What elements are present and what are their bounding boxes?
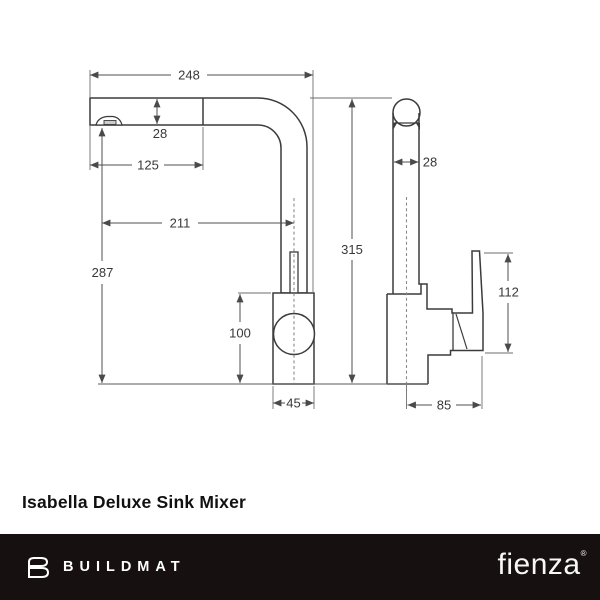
- spout-top-circle: [392, 98, 421, 127]
- registered-mark: ®: [580, 549, 587, 558]
- dim-label-handle-height: 112: [498, 285, 519, 300]
- side-right-outline: [418, 113, 484, 384]
- dim-label-head-length: 125: [137, 158, 159, 173]
- dim-label-body-height: 100: [229, 326, 251, 341]
- side-body-top: [387, 284, 422, 295]
- dim-label-spout-clearance: 287: [92, 265, 114, 280]
- aerator-insert: [103, 120, 117, 125]
- dim-label-body-width: 45: [286, 396, 300, 411]
- dim-label-spout-height: 28: [153, 126, 167, 141]
- dimension-labels: 248 28 125 211 287 315 100 45 28 112 85: [92, 68, 519, 413]
- brand-name: BUILDMAT: [63, 559, 186, 575]
- dim-label-overall-width: 248: [178, 68, 200, 83]
- footer-bar: BUILDMAT fienza®: [0, 534, 600, 600]
- front-view: [89, 97, 316, 385]
- fienza-logo: fienza®: [498, 548, 587, 582]
- supplier-name: fienza: [497, 548, 581, 581]
- buildmat-b-icon: [28, 556, 50, 578]
- buildmat-logo: BUILDMAT: [25, 534, 186, 600]
- dimension-diagram: 248 28 125 211 287 315 100 45 28 112 85: [0, 0, 519, 470]
- cartridge-diagonal: [455, 313, 468, 350]
- fillet-left: [393, 121, 398, 130]
- dim-label-base-depth: 85: [437, 398, 451, 413]
- dim-label-overall-height: 315: [341, 242, 363, 257]
- product-title: Isabella Deluxe Sink Mixer: [22, 492, 247, 512]
- dimension-lines: [90, 75, 508, 405]
- side-view: [386, 98, 484, 385]
- dim-label-pipe-width: 28: [423, 155, 437, 170]
- spout-outline: [89, 97, 308, 294]
- dim-label-spout-reach: 211: [170, 216, 191, 231]
